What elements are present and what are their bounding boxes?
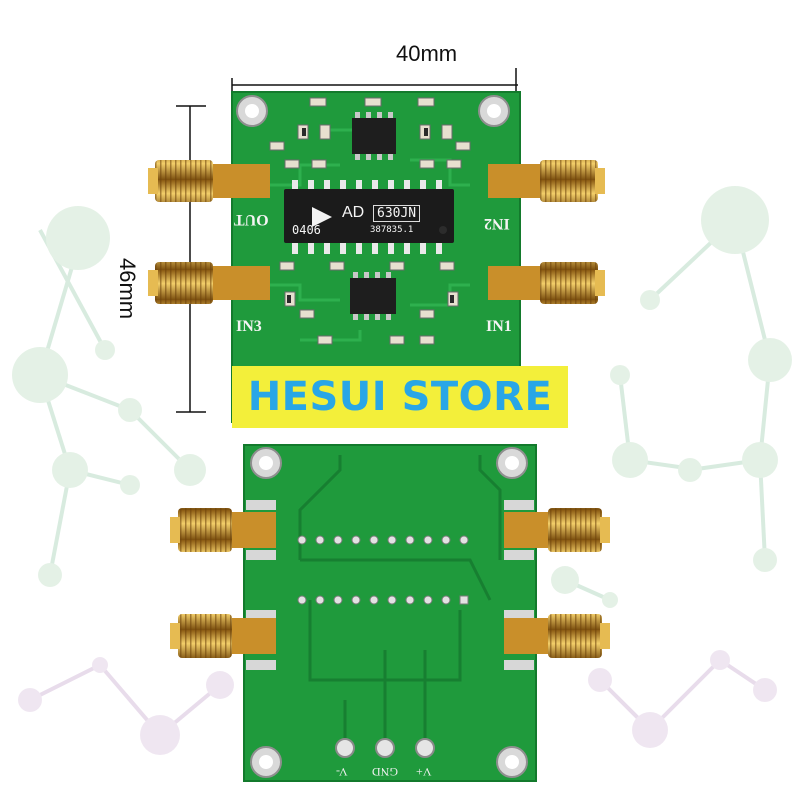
chip-lot-code: 387835.1 bbox=[370, 225, 414, 235]
sma-connector-bottom-left-upper bbox=[170, 508, 276, 552]
sma-connector-bottom-left-lower bbox=[170, 614, 276, 658]
power-label-v-minus: V- bbox=[336, 765, 348, 779]
pcb-bottom bbox=[170, 444, 610, 782]
silk-label-in3: IN3 bbox=[236, 318, 262, 335]
smd-components bbox=[269, 97, 471, 345]
silk-label-in2: IN2 bbox=[484, 215, 510, 232]
soic-chip-upper bbox=[352, 112, 396, 160]
soic-chip-lower bbox=[350, 272, 396, 320]
power-pins bbox=[335, 738, 435, 758]
silk-label-out: OUT bbox=[234, 211, 269, 228]
chip-model-label: 630JN bbox=[373, 205, 421, 222]
sma-connector-in3 bbox=[148, 262, 270, 304]
sma-connector-bottom-right-upper bbox=[504, 508, 610, 552]
dip-solder-joints bbox=[297, 535, 469, 605]
height-dimension-label: 46mm bbox=[115, 258, 140, 320]
power-label-v-plus: V+ bbox=[416, 765, 432, 779]
sma-connector-in1 bbox=[488, 262, 605, 304]
chip-brand-label: AD bbox=[342, 204, 365, 221]
width-dimension-label: 40mm bbox=[396, 41, 458, 66]
power-label-gnd: GND bbox=[372, 765, 398, 779]
sma-connector-bottom-right-lower bbox=[504, 614, 610, 658]
dip-chip-ad630 bbox=[284, 180, 454, 254]
sma-connector-in2 bbox=[488, 160, 605, 202]
store-watermark-banner: HESUI STORE bbox=[232, 366, 568, 428]
background-network bbox=[12, 186, 792, 755]
silk-label-in1: IN1 bbox=[486, 318, 512, 335]
chip-date-code: 0406 bbox=[292, 223, 321, 237]
dimension-lines bbox=[176, 68, 518, 413]
sma-connector-out bbox=[148, 160, 270, 202]
